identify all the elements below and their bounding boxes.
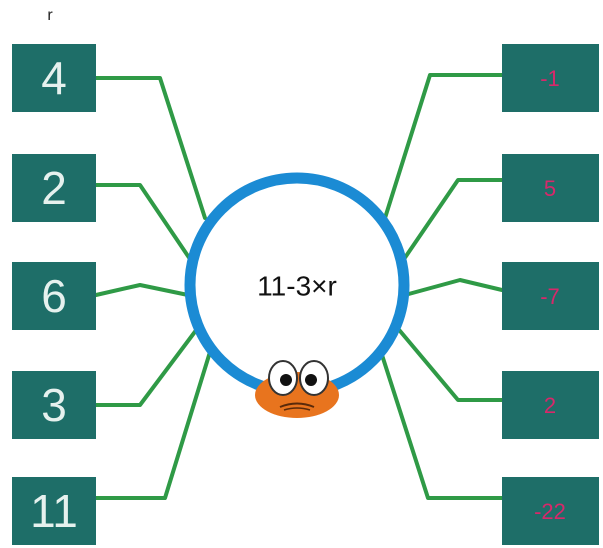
output-box-5 xyxy=(502,477,599,545)
spider-face-icon xyxy=(255,360,339,418)
leg-left-5 xyxy=(94,350,212,500)
right-legs xyxy=(380,73,504,500)
leg-right-5 xyxy=(380,353,504,500)
input-value-4: 3 xyxy=(41,379,67,431)
output-box-4 xyxy=(502,371,599,439)
output-value-1: -1 xyxy=(540,66,560,91)
input-boxes: 4 2 6 3 11 xyxy=(12,44,96,545)
input-value-3: 6 xyxy=(41,270,67,322)
variable-label: r xyxy=(47,7,53,24)
leg-left-4 xyxy=(94,323,202,407)
leg-left-1 xyxy=(94,76,207,220)
input-box-3 xyxy=(12,262,96,330)
leg-right-2 xyxy=(400,178,504,264)
leg-left-3 xyxy=(94,283,190,297)
leg-left-2 xyxy=(94,183,194,264)
output-box-2 xyxy=(502,154,599,222)
output-value-3: -7 xyxy=(540,284,560,309)
output-value-4: 2 xyxy=(544,393,556,418)
input-value-5: 11 xyxy=(30,485,78,537)
output-box-3 xyxy=(502,262,599,330)
input-box-1 xyxy=(12,44,96,112)
leg-right-3 xyxy=(403,278,504,297)
output-value-5: -22 xyxy=(534,499,566,524)
input-box-5 xyxy=(12,477,96,545)
leg-right-1 xyxy=(383,73,504,220)
input-value-2: 2 xyxy=(41,162,67,214)
input-box-2 xyxy=(12,154,96,222)
leg-right-4 xyxy=(393,323,504,402)
input-box-4 xyxy=(12,371,96,439)
rule-text: 11-3×r xyxy=(257,270,337,301)
output-box-1 xyxy=(502,44,599,112)
left-legs xyxy=(94,76,212,500)
output-value-2: 5 xyxy=(544,176,556,201)
input-value-1: 4 xyxy=(41,52,67,104)
output-boxes: -1 5 -7 2 -22 xyxy=(502,44,599,545)
